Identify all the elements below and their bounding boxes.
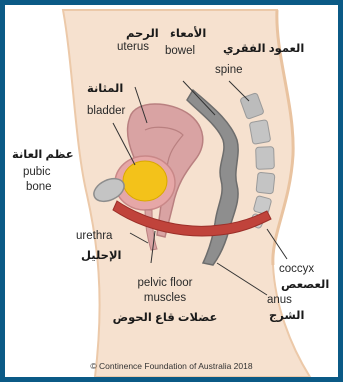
bowel-label-ar: الأمعاء	[170, 27, 206, 41]
coccyx-label-ar: العصعص	[281, 278, 329, 292]
anus-label: anus	[267, 293, 292, 307]
bladder-label: bladder	[87, 104, 125, 118]
bladder-fill	[123, 161, 167, 201]
pubic-bone-label-line1: pubic	[23, 165, 51, 179]
spine-label-ar: العمود الفقري	[223, 42, 304, 56]
urethra-label: urethra	[76, 229, 112, 243]
copyright-notice: © Continence Foundation of Australia 201…	[5, 361, 338, 371]
spine-label: spine	[215, 63, 243, 77]
pelvic-floor-label-ar: عضلات قاع الحوض	[105, 311, 225, 325]
uterus-label-ar: الرحم	[126, 27, 159, 41]
coccyx-label: coccyx	[279, 262, 314, 276]
pelvic-floor-label-line1: pelvic floor	[125, 276, 205, 290]
diagram-panel: الرحم uterus الأمعاء bowel العمود الفقري…	[5, 5, 338, 377]
urethra-label-ar: الإحليل	[81, 249, 121, 263]
bowel-label: bowel	[165, 44, 195, 58]
pubic-bone-label-ar: عظم العانة	[12, 148, 74, 162]
anus-label-ar: الشرج	[269, 309, 304, 323]
pelvic-floor-label-line2: muscles	[125, 291, 205, 305]
pubic-bone-label-line2: bone	[26, 180, 52, 194]
uterus-label: uterus	[117, 40, 149, 54]
bladder-label-ar: المثانة	[87, 82, 123, 96]
